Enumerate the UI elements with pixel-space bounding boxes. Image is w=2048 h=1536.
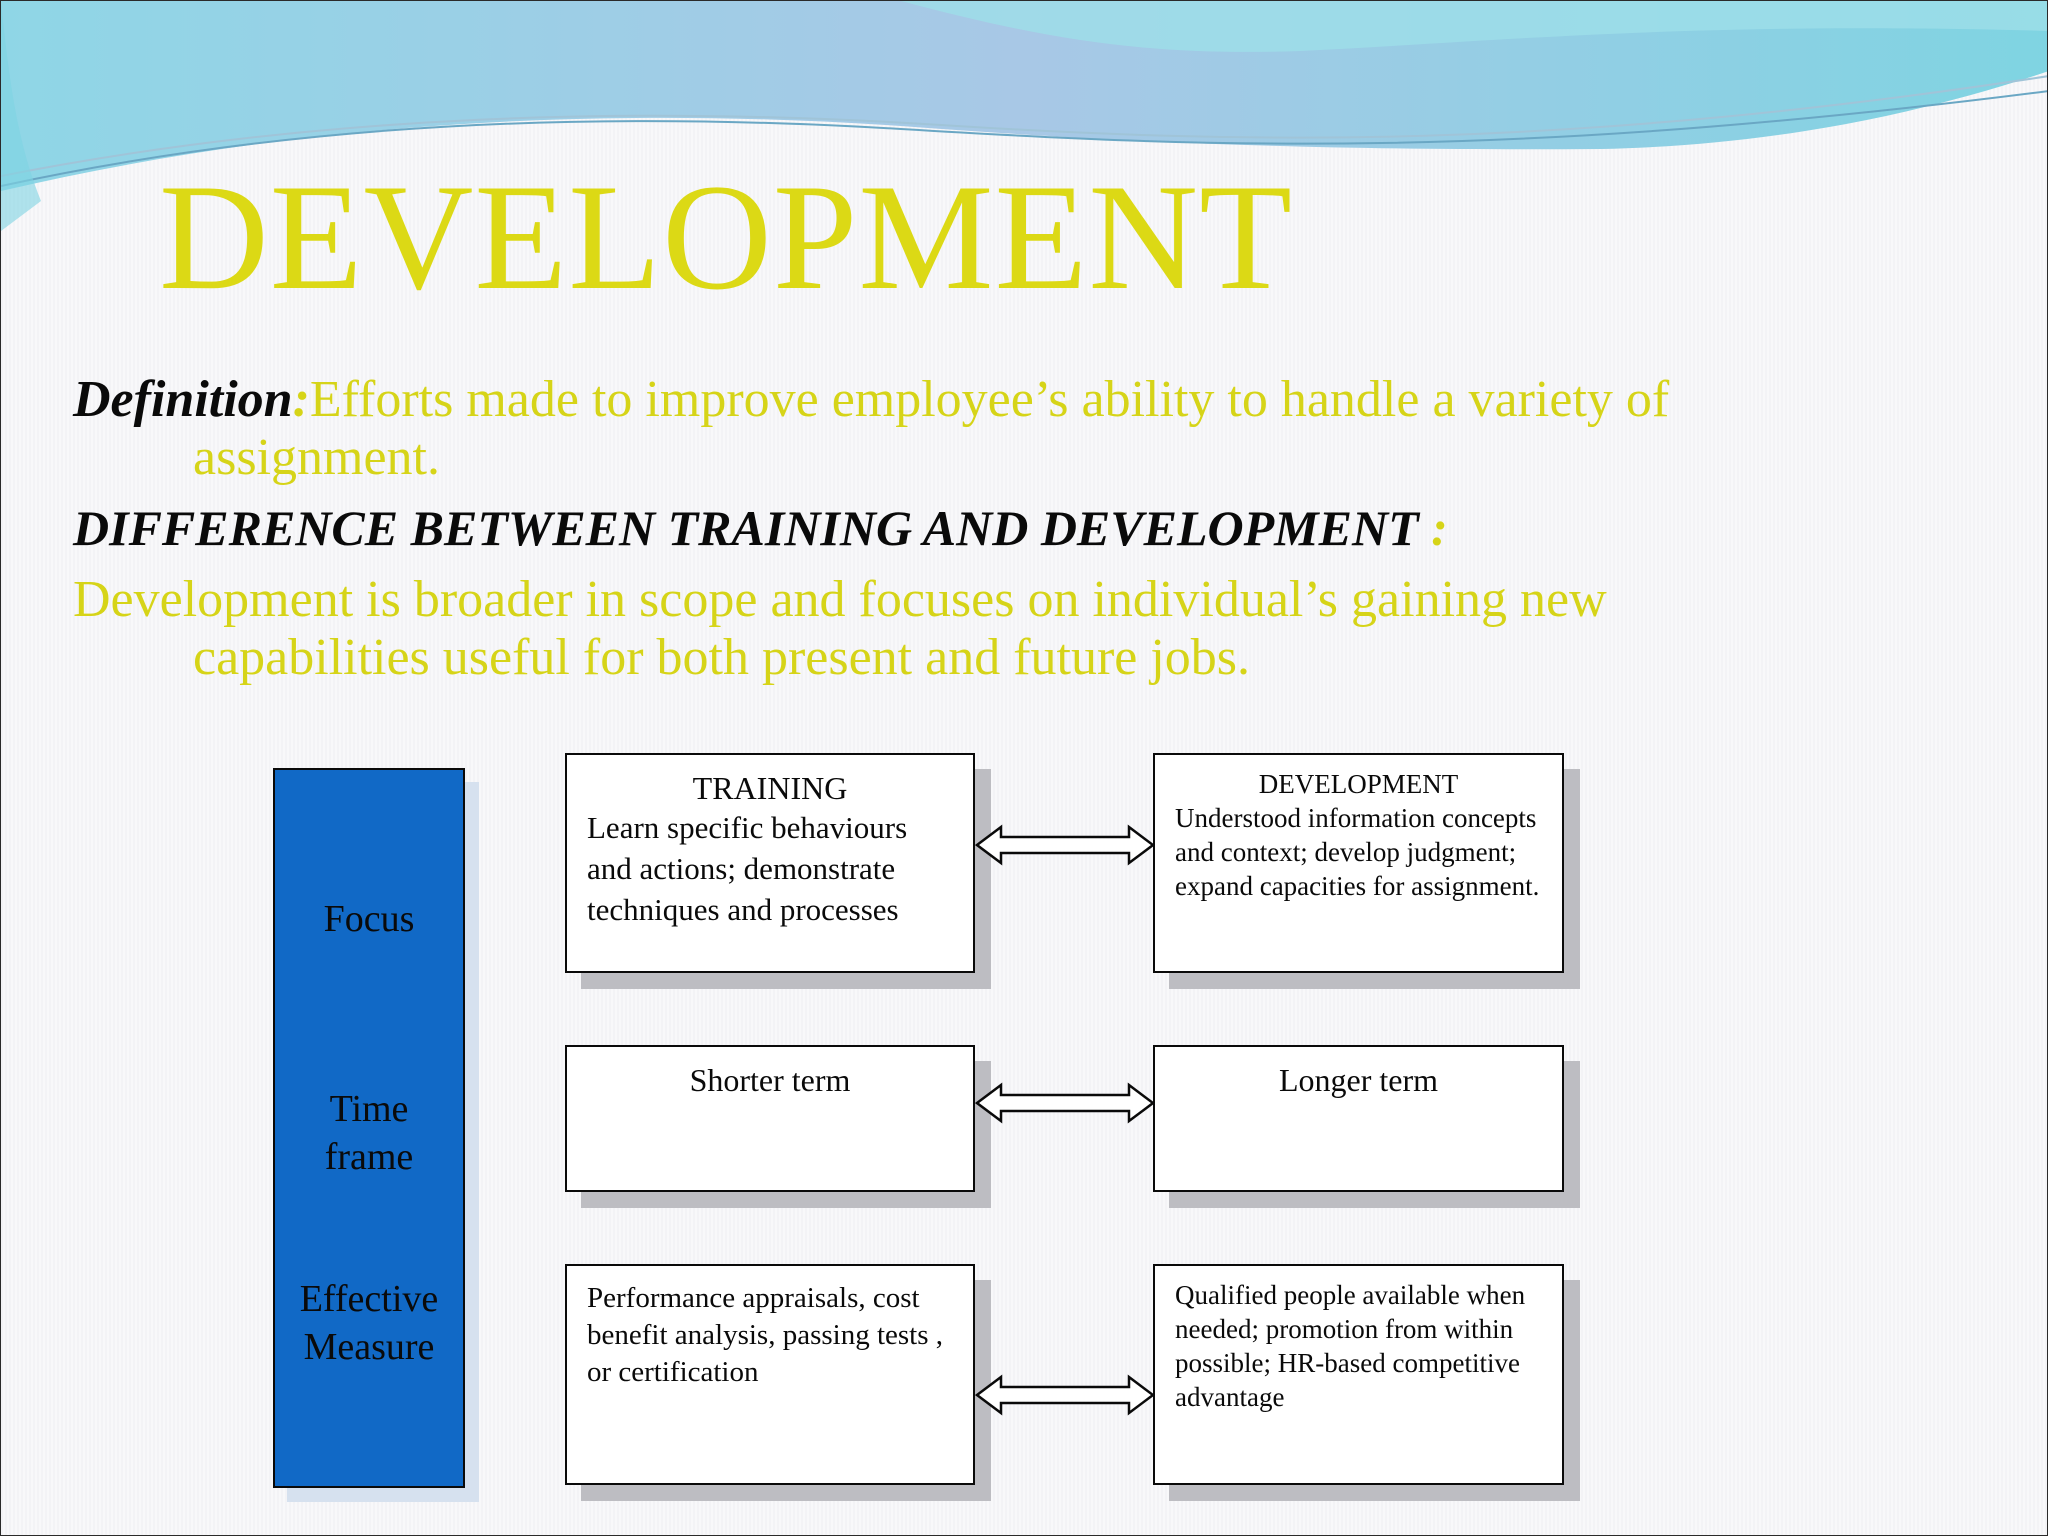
training-measure-text: Performance appraisals, cost benefit ana… (587, 1282, 944, 1388)
development-focus-text: Understood information concepts and cont… (1175, 803, 1540, 901)
time-frame-label-line1: Time (329, 1088, 409, 1130)
development-heading: DEVELOPMENT (1258, 769, 1459, 799)
training-time-text: Shorter term (689, 1062, 851, 1098)
effective-measure-label-line1: Effective (299, 1278, 439, 1320)
measure-double-arrow-icon (975, 1374, 1155, 1416)
definition-paragraph: Definition:Efforts made to improve emplo… (73, 371, 1993, 487)
difference-heading-colon: : (1418, 500, 1448, 556)
time-frame-label-line2: frame (324, 1136, 414, 1178)
criteria-sidebar: Focus Time frame Effective Measure (273, 768, 465, 1488)
training-focus-text: Learn specific behaviours and actions; d… (587, 810, 908, 927)
effective-measure-label-line2: Measure (303, 1326, 435, 1368)
focus-label: Focus (323, 898, 415, 940)
development-text-line1: Development is broader in scope and focu… (73, 571, 1607, 628)
definition-colon: : (292, 371, 310, 428)
difference-heading: DIFFERENCE BETWEEN TRAINING AND DEVELOPM… (73, 499, 1993, 557)
slide-title: DEVELOPMENT (159, 153, 1294, 321)
training-time-box: Shorter term (565, 1045, 975, 1192)
time-double-arrow-icon (975, 1082, 1155, 1124)
definition-text-line2: assignment. (193, 429, 440, 486)
development-paragraph: Development is broader in scope and focu… (73, 571, 1993, 687)
focus-double-arrow-icon (975, 824, 1155, 866)
development-focus-box: DEVELOPMENT Understood information conce… (1153, 753, 1564, 973)
development-text-line2: capabilities useful for both present and… (193, 629, 1251, 686)
difference-heading-text: DIFFERENCE BETWEEN TRAINING AND DEVELOPM… (73, 500, 1419, 556)
training-heading: TRAINING (692, 770, 848, 806)
definition-label: Definition (73, 371, 293, 428)
training-measure-box: Performance appraisals, cost benefit ana… (565, 1264, 975, 1485)
definition-text-line1: Efforts made to improve employee’s abili… (309, 371, 1670, 428)
training-focus-box: TRAINING Learn specific behaviours and a… (565, 753, 975, 973)
development-time-box: Longer term (1153, 1045, 1564, 1192)
development-time-text: Longer term (1278, 1062, 1439, 1098)
development-measure-box: Qualified people available when needed; … (1153, 1264, 1564, 1485)
development-measure-text: Qualified people available when needed; … (1175, 1280, 1526, 1412)
header-wave-decoration (1, 1, 2047, 231)
